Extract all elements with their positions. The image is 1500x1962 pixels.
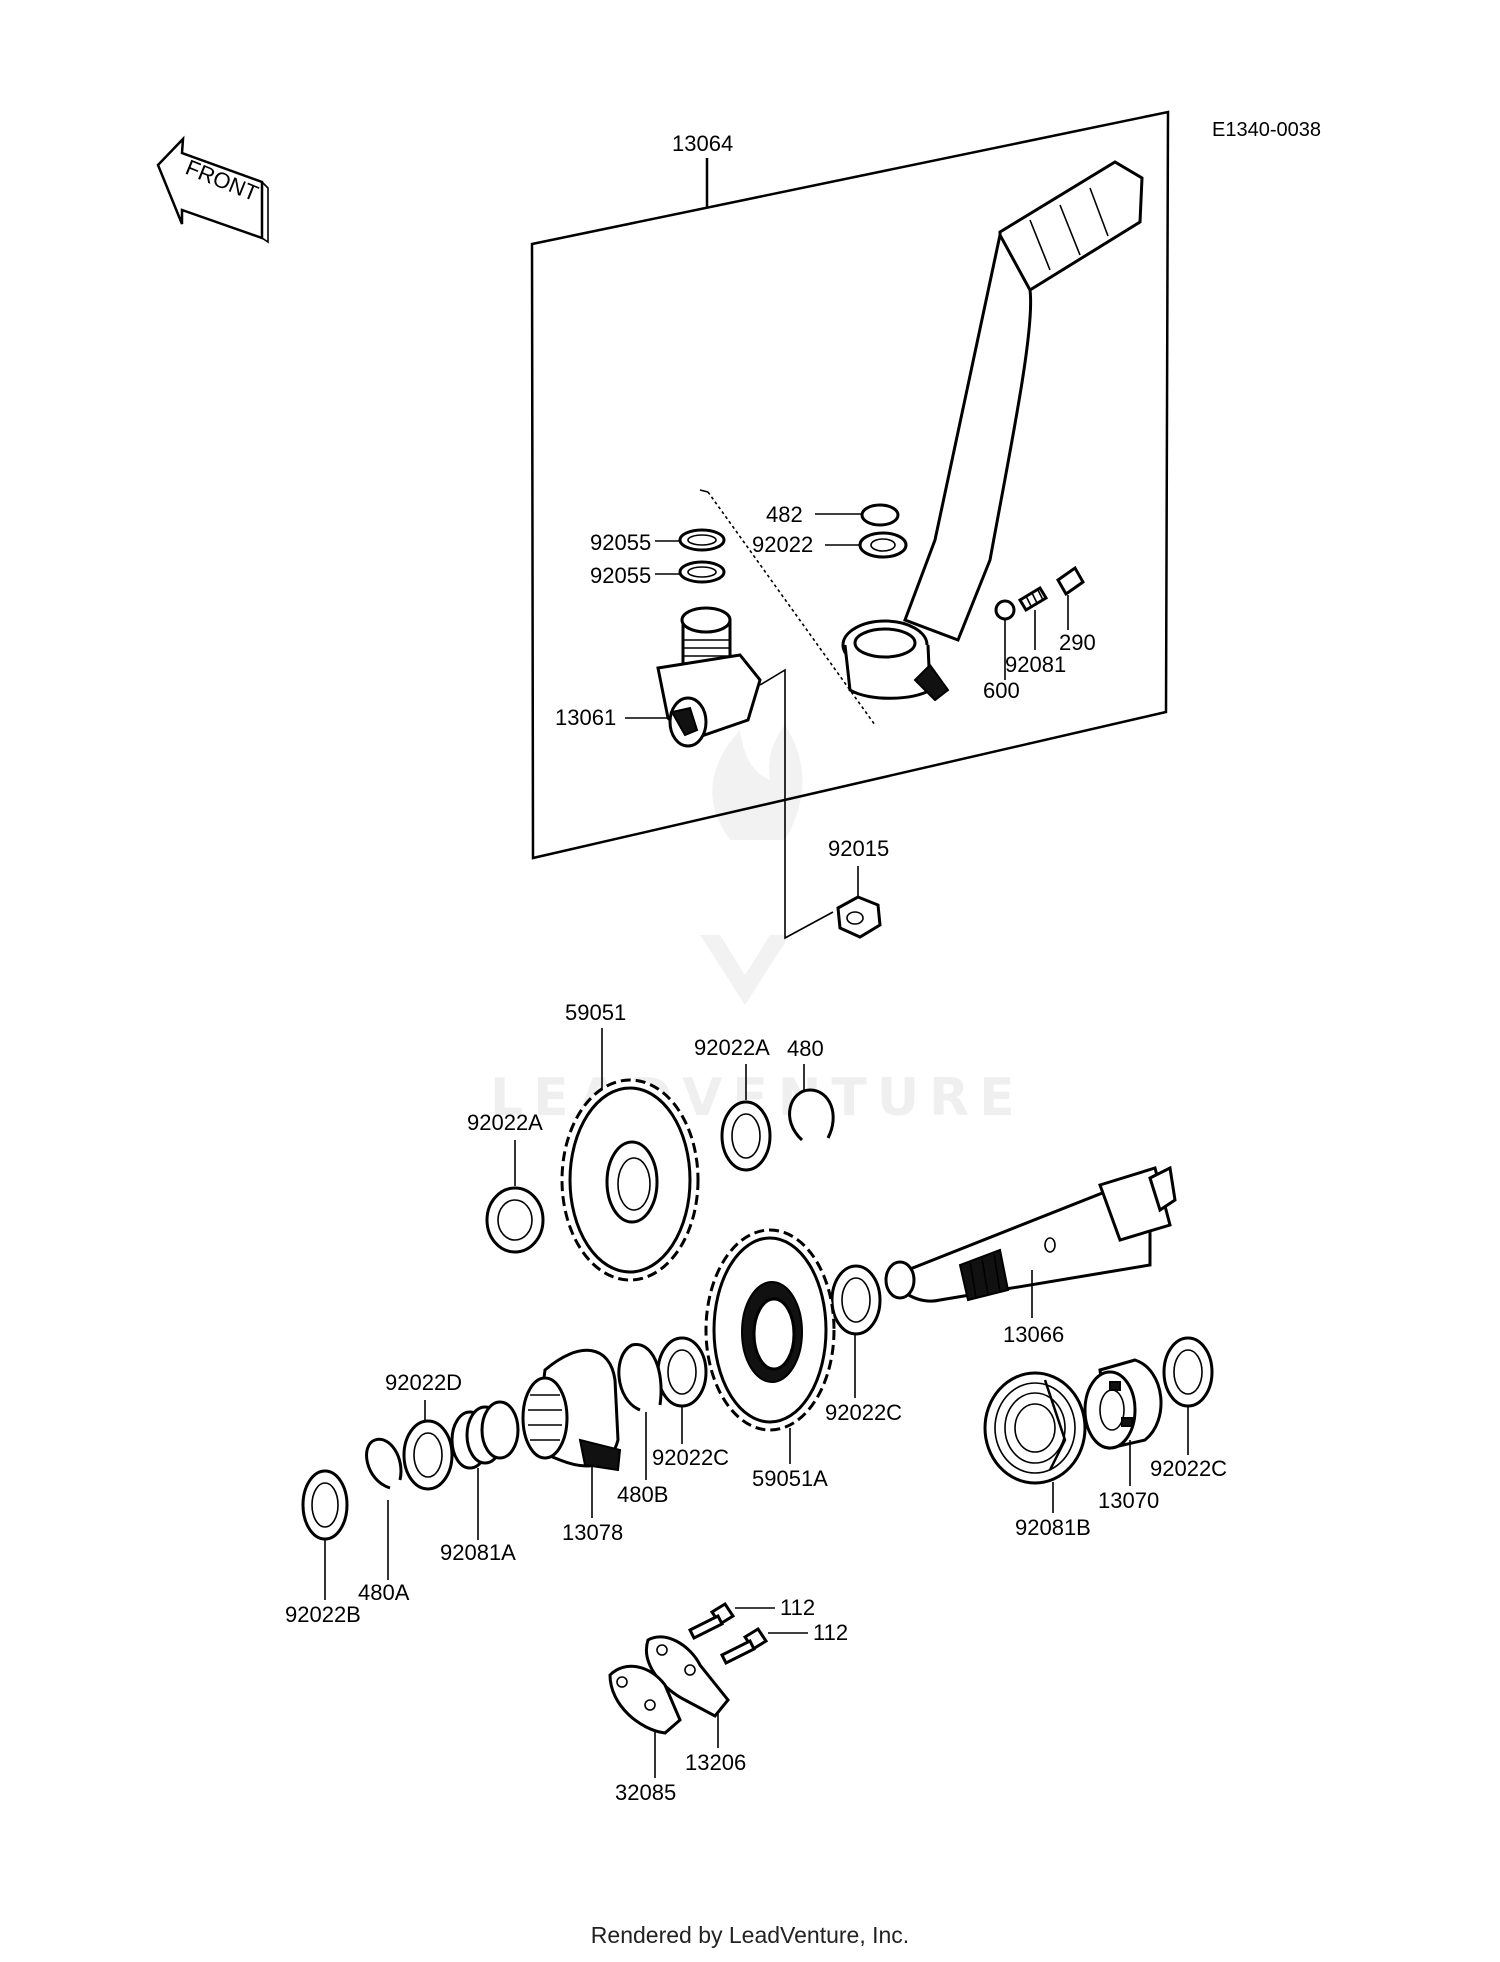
assembly-frame-13064	[530, 110, 1170, 860]
spring-guide-13070	[1083, 1358, 1163, 1450]
spring-92081A	[450, 1400, 520, 1470]
label-600: 600	[983, 678, 1020, 703]
label-13066: 13066	[1003, 1322, 1064, 1347]
label-92081A: 92081A	[440, 1540, 516, 1565]
label-92081B: 92081B	[1015, 1515, 1091, 1540]
watermark: LEADVENTURE	[490, 725, 1015, 1128]
label-13064: 13064	[672, 131, 733, 156]
label-92022C-top: 92022C	[825, 1400, 902, 1425]
label-13061: 13061	[555, 705, 616, 730]
label-92022C-right: 92022C	[1150, 1456, 1227, 1481]
washer-92022	[858, 531, 908, 559]
gear-59051A	[704, 1228, 836, 1432]
o-ring-92055-b	[678, 560, 726, 584]
label-92015: 92015	[828, 836, 889, 861]
kick-shaft-13066	[884, 1165, 1177, 1303]
ratchet-13078	[521, 1348, 622, 1472]
label-290: 290	[1059, 630, 1096, 655]
label-480B: 480B	[617, 1482, 668, 1507]
label-480: 480	[787, 1036, 824, 1061]
label-92022A-right: 92022A	[694, 1035, 770, 1060]
label-92022: 92022	[752, 532, 813, 557]
kick-shaft-boss-13061	[656, 606, 762, 748]
circlip-480	[788, 1088, 835, 1142]
circlip-480A	[365, 1437, 403, 1490]
label-32085: 32085	[615, 1780, 676, 1805]
plate-32085	[608, 1664, 682, 1735]
washer-92022C-right	[1162, 1336, 1214, 1408]
stopper-13206	[645, 1635, 730, 1718]
label-13078: 13078	[562, 1520, 623, 1545]
label-92081: 92081	[1005, 652, 1066, 677]
nut-92015	[836, 895, 882, 939]
label-112-a: 112	[780, 1595, 815, 1620]
plug-290	[1056, 565, 1085, 597]
o-ring-92055-a	[678, 528, 726, 552]
washer-92022B	[301, 1469, 349, 1541]
washer-92022C-middle	[656, 1336, 708, 1408]
label-480A: 480A	[358, 1580, 410, 1605]
label-59051: 59051	[565, 1000, 626, 1025]
front-label: FRONT	[182, 155, 262, 207]
label-92022C-middle: 92022C	[652, 1445, 729, 1470]
washer-92022C-top	[830, 1264, 882, 1336]
label-482: 482	[766, 502, 803, 527]
washer-92022D	[402, 1419, 454, 1491]
label-92055-b: 92055	[590, 563, 651, 588]
ball-600	[994, 599, 1016, 621]
label-92022B: 92022B	[285, 1602, 361, 1627]
diagram-code: E1340-0038	[1212, 119, 1321, 141]
washer-92022A-right	[720, 1100, 772, 1172]
gear-59051	[560, 1078, 700, 1282]
label-13206: 13206	[685, 1750, 746, 1775]
bolt-112-b	[719, 1626, 769, 1666]
label-92022A-left: 92022A	[467, 1110, 543, 1135]
circlip-480B	[617, 1343, 663, 1412]
front-arrow-icon: FRONT	[156, 135, 269, 244]
kick-pedal-lever	[841, 160, 1144, 702]
label-13070: 13070	[1098, 1488, 1159, 1513]
label-92022D: 92022D	[385, 1370, 462, 1395]
label-92055-a: 92055	[590, 530, 651, 555]
bolt-112-a	[687, 1601, 736, 1641]
kick-spring-92081B	[983, 1371, 1087, 1485]
label-59051A: 59051A	[752, 1466, 828, 1491]
washer-92022A-left	[485, 1186, 545, 1254]
circlip-482	[860, 503, 900, 527]
label-112-b: 112	[813, 1620, 848, 1645]
footer-credit: Rendered by LeadVenture, Inc.	[590, 1922, 910, 1948]
